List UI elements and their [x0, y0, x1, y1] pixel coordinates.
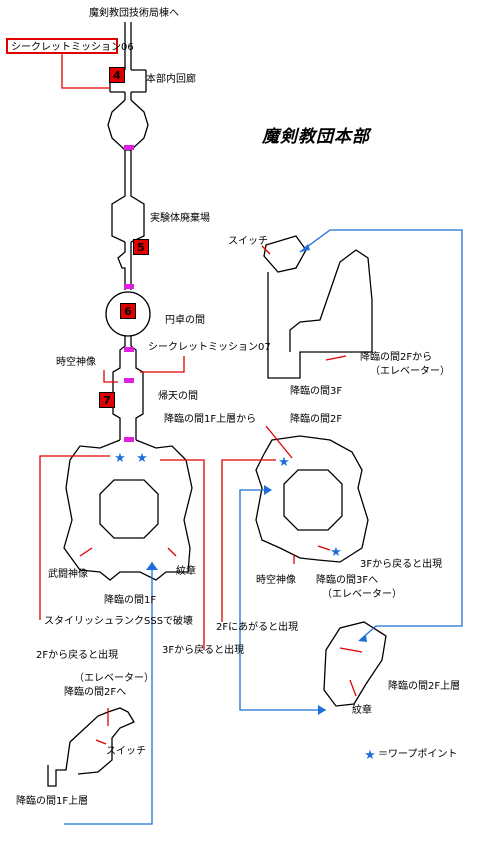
warp-right — [239, 489, 326, 711]
door-1 — [124, 145, 134, 150]
route-jikuu — [103, 370, 118, 383]
disposal-notch — [117, 242, 132, 290]
label-koudou-1f: 降臨の間1F — [104, 595, 157, 606]
mark-elev-2f — [317, 545, 331, 551]
route-secret07 — [140, 356, 185, 373]
koudou-2f-outer — [255, 435, 369, 563]
koudou-2f-upper — [323, 621, 387, 707]
label-kiten: 帰天の間 — [158, 391, 198, 402]
arrow-left — [146, 562, 158, 570]
koudou-2f-inner — [283, 469, 343, 531]
corridor-a — [111, 150, 145, 243]
arrow-right — [264, 485, 272, 495]
label-elevator-bl: （エレベーター） — [74, 673, 154, 684]
label-disposal: 実験体廃棄場 — [150, 213, 210, 224]
route-3f-left — [160, 459, 205, 650]
koudou-1f-inner — [99, 479, 159, 539]
mark-2f-upper — [339, 647, 363, 653]
route-stylish — [39, 455, 110, 620]
door-4 — [124, 378, 134, 383]
label-jikuu: 時空神像 — [56, 357, 96, 368]
mark-buto — [79, 547, 93, 557]
mark-emblem-left — [167, 547, 177, 557]
label-from-1f-upper: 降臨の間1F上層から — [164, 414, 257, 425]
label-switch-bl: スイッチ — [106, 746, 146, 757]
koudou-1f-outer — [63, 439, 193, 581]
koudou-3f — [263, 235, 373, 379]
label-secret07: シークレットミッション07 — [148, 342, 271, 353]
marker-7: 7 — [99, 392, 115, 408]
label-top-exit: 魔剣教団技術局棟へ — [89, 8, 179, 19]
route-secret06 — [61, 54, 110, 89]
label-appear-from-3f-right: 3Fから戻ると出現 — [360, 559, 443, 570]
label-koudou-1f-upper: 降臨の間1F上層 — [16, 796, 89, 807]
legend-text: ＝ワープポイント — [378, 749, 458, 760]
label-appear-from-3f-left: 3Fから戻ると出現 — [162, 645, 245, 656]
arrow-2f-upper — [358, 635, 367, 642]
warp-star-2: ★ — [136, 451, 148, 466]
door-3 — [124, 347, 134, 352]
mark-elev-3f — [325, 355, 347, 361]
mark-emblem-right — [349, 679, 357, 697]
map-title: 魔剣教団本部 — [262, 127, 370, 147]
label-koudou-3f: 降臨の間3F — [290, 386, 343, 397]
warp-star-3: ★ — [278, 455, 290, 470]
label-to-3f-2: （エレベーター） — [322, 589, 402, 600]
warp-star-4: ★ — [330, 545, 342, 560]
room-a — [107, 99, 149, 151]
marker-4: 4 — [109, 67, 125, 83]
label-stylish: スタイリッシュランクSSSで破壊 — [44, 616, 194, 627]
corridor-b — [112, 336, 144, 440]
label-from-2f-elevator-1: 降臨の間2Fから — [360, 352, 433, 363]
label-from-2f-elevator-2: （エレベーター） — [370, 366, 450, 377]
top-corridor — [124, 22, 132, 70]
label-buto: 武闘神像 — [48, 569, 88, 580]
route-2f-up — [221, 459, 276, 622]
label-appear-from-2f: 2Fから戻ると出現 — [36, 650, 119, 661]
marker-6: 6 — [120, 303, 136, 319]
label-corridor: 本部内回廊 — [146, 74, 196, 85]
label-emblem-right: 紋章 — [352, 705, 372, 716]
door-5 — [124, 437, 134, 442]
label-round-table: 円卓の間 — [165, 315, 205, 326]
koudou-1f-upper — [47, 707, 135, 787]
arrow-top — [300, 244, 310, 252]
secret-mission-06-box: シークレットミッション06 — [6, 38, 134, 54]
warp-star-1: ★ — [114, 451, 126, 466]
arrow-bottom — [318, 705, 326, 715]
mark-switch-bl — [95, 739, 107, 745]
label-switch-top: スイッチ — [228, 236, 268, 247]
label-to-3f-1: 降臨の間3Fへ — [316, 575, 379, 586]
label-koudou-2f: 降臨の間2F — [290, 414, 343, 425]
marker-5: 5 — [133, 239, 149, 255]
warp-left — [64, 562, 153, 825]
label-koudou-2f-upper: 降臨の間2F上層 — [388, 681, 461, 692]
label-jikuu-2: 時空神像 — [256, 575, 296, 586]
round-table-room — [105, 291, 151, 337]
label-to-2f-bl: 降臨の間2Fへ — [64, 687, 127, 698]
legend-star: ★ — [364, 748, 376, 763]
mark-1f-upper — [265, 425, 293, 459]
warp-top — [299, 229, 463, 641]
door-2 — [124, 284, 134, 289]
mark-switch-top — [261, 245, 271, 255]
label-emblem-left: 紋章 — [176, 566, 196, 577]
label-appear-up-2f: 2Fにあがると出現 — [216, 622, 299, 633]
